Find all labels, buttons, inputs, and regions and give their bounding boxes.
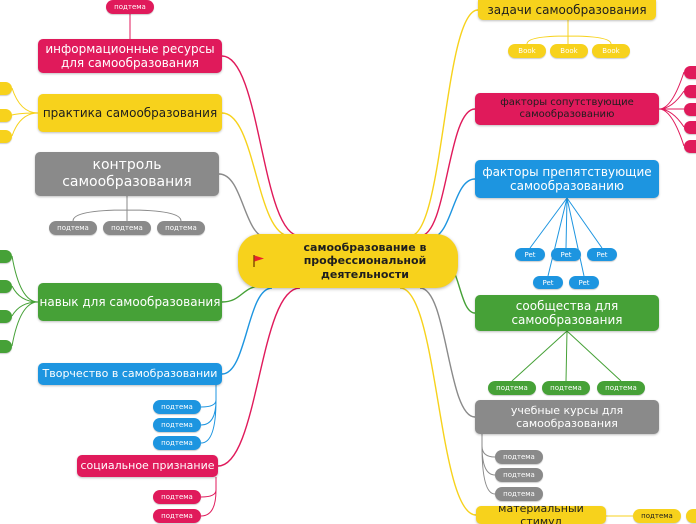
link-tasks-subs	[526, 20, 612, 45]
link-courses	[419, 287, 476, 418]
link-practice-subs	[11, 87, 39, 137]
central-topic-label: самообразование в профессиональной деяте…	[303, 241, 427, 281]
subtopic-support-3[interactable]	[684, 103, 696, 116]
subtopic-skill-3[interactable]	[0, 310, 12, 323]
subtopic-skill-2[interactable]	[0, 280, 12, 293]
subtopic-tasks-2[interactable]: Book	[550, 44, 588, 58]
topic-label: факторы препятствующие самообразованию	[482, 164, 652, 193]
link-communities-subs	[511, 330, 622, 382]
topic-factors-hinder[interactable]: факторы препятствующие самообразованию	[475, 160, 659, 198]
subtopic-support-2[interactable]	[684, 85, 696, 98]
topic-label: Творчество в самобразовании	[42, 367, 218, 381]
subtopic-support-5[interactable]	[684, 140, 696, 153]
subtopic-courses-3[interactable]: подтема	[495, 487, 543, 501]
subtopic-hinder-5[interactable]: Pet	[569, 276, 599, 289]
subtopic-tasks-1[interactable]: Book	[508, 44, 546, 58]
subtopic-control-2[interactable]: подтема	[103, 221, 151, 235]
topic-label: задачи самообразования	[487, 2, 647, 17]
link-social	[217, 287, 301, 467]
subtopic-creativity-3[interactable]: подтема	[153, 436, 201, 450]
central-topic[interactable]: самообразование в профессиональной деяте…	[238, 234, 458, 288]
subtopic-skill-1[interactable]	[0, 250, 12, 263]
topic-material-incentive[interactable]: материальный стимул	[476, 506, 606, 524]
subtopic-practice-1[interactable]	[0, 82, 12, 95]
link-material	[399, 287, 477, 516]
link-control	[218, 173, 269, 239]
link-creativity	[221, 287, 273, 375]
link-social-subs	[200, 477, 217, 517]
topic-label: факторы сопутствующие самообразованию	[500, 97, 634, 120]
topic-communities[interactable]: сообщества для самообразования	[475, 295, 659, 331]
subtopic-social-1[interactable]: подтема	[153, 490, 201, 504]
topic-courses[interactable]: учебные курсы для самообразования	[475, 400, 659, 434]
topic-info-resources[interactable]: информационные ресурсы для самообразован…	[38, 39, 222, 73]
subtopic-info-1[interactable]: подтема	[106, 0, 154, 14]
subtopic-tasks-3[interactable]: Book	[592, 44, 630, 58]
subtopic-control-3[interactable]: подтема	[157, 221, 205, 235]
subtopic-courses-2[interactable]: подтема	[495, 468, 543, 482]
topic-label: учебные курсы для самообразования	[510, 403, 624, 430]
link-practice	[221, 112, 291, 237]
link-skill	[221, 285, 263, 303]
topic-label: информационные ресурсы для самообразован…	[45, 41, 215, 70]
topic-factors-support[interactable]: факторы сопутствующие самообразованию	[475, 93, 659, 125]
subtopic-hinder-1[interactable]: Pet	[515, 248, 545, 261]
topic-practice[interactable]: практика самообразования	[38, 94, 222, 132]
subtopic-support-1[interactable]	[684, 66, 696, 79]
subtopic-creativity-1[interactable]: подтема	[153, 400, 201, 414]
topic-control[interactable]: контроль самообразования	[35, 152, 219, 196]
topic-label: социальное признание	[80, 459, 215, 473]
subtopic-courses-1[interactable]: подтема	[495, 450, 543, 464]
link-creativity-subs	[200, 385, 217, 444]
link-hinder-subs	[529, 197, 603, 277]
subtopic-communities-2[interactable]: подтема	[542, 381, 590, 395]
link-tasks	[409, 9, 479, 237]
topic-label: сообщества для самообразования	[511, 298, 623, 327]
subtopic-practice-2[interactable]	[0, 109, 12, 122]
topic-label: навык для самообразования	[39, 294, 221, 309]
link-info	[221, 55, 301, 237]
link-courses-subs	[481, 434, 496, 495]
topic-label: контроль самообразования	[62, 157, 192, 190]
topic-label: материальный стимул	[498, 506, 584, 524]
link-support-subs	[658, 71, 685, 147]
subtopic-hinder-2[interactable]: Pet	[551, 248, 581, 261]
topic-creativity[interactable]: Творчество в самобразовании	[38, 363, 222, 385]
subtopic-hinder-4[interactable]: Pet	[533, 276, 563, 289]
subtopic-material-2[interactable]	[686, 509, 696, 523]
link-control-subs	[72, 196, 182, 222]
subtopic-communities-3[interactable]: подтема	[597, 381, 645, 395]
topic-label: практика самообразования	[42, 105, 218, 120]
subtopic-skill-4[interactable]	[0, 340, 12, 353]
subtopic-control-1[interactable]: подтема	[49, 221, 97, 235]
link-factors-support	[419, 108, 476, 237]
topic-skill[interactable]: навык для самообразования	[38, 283, 222, 321]
flag-icon	[253, 255, 264, 267]
subtopic-practice-3[interactable]	[0, 130, 12, 143]
subtopic-creativity-2[interactable]: подтема	[153, 418, 201, 432]
subtopic-social-2[interactable]: подтема	[153, 509, 201, 523]
subtopic-material-1[interactable]: подтема	[633, 509, 681, 523]
link-skill-subs	[11, 255, 39, 347]
subtopic-hinder-3[interactable]: Pet	[587, 248, 617, 261]
subtopic-communities-1[interactable]: подтема	[488, 381, 536, 395]
topic-tasks[interactable]: задачи самообразования	[478, 0, 656, 20]
link-factors-hinder	[429, 178, 476, 239]
topic-social-recognition[interactable]: социальное признание	[77, 455, 218, 477]
subtopic-support-4[interactable]	[684, 121, 696, 134]
